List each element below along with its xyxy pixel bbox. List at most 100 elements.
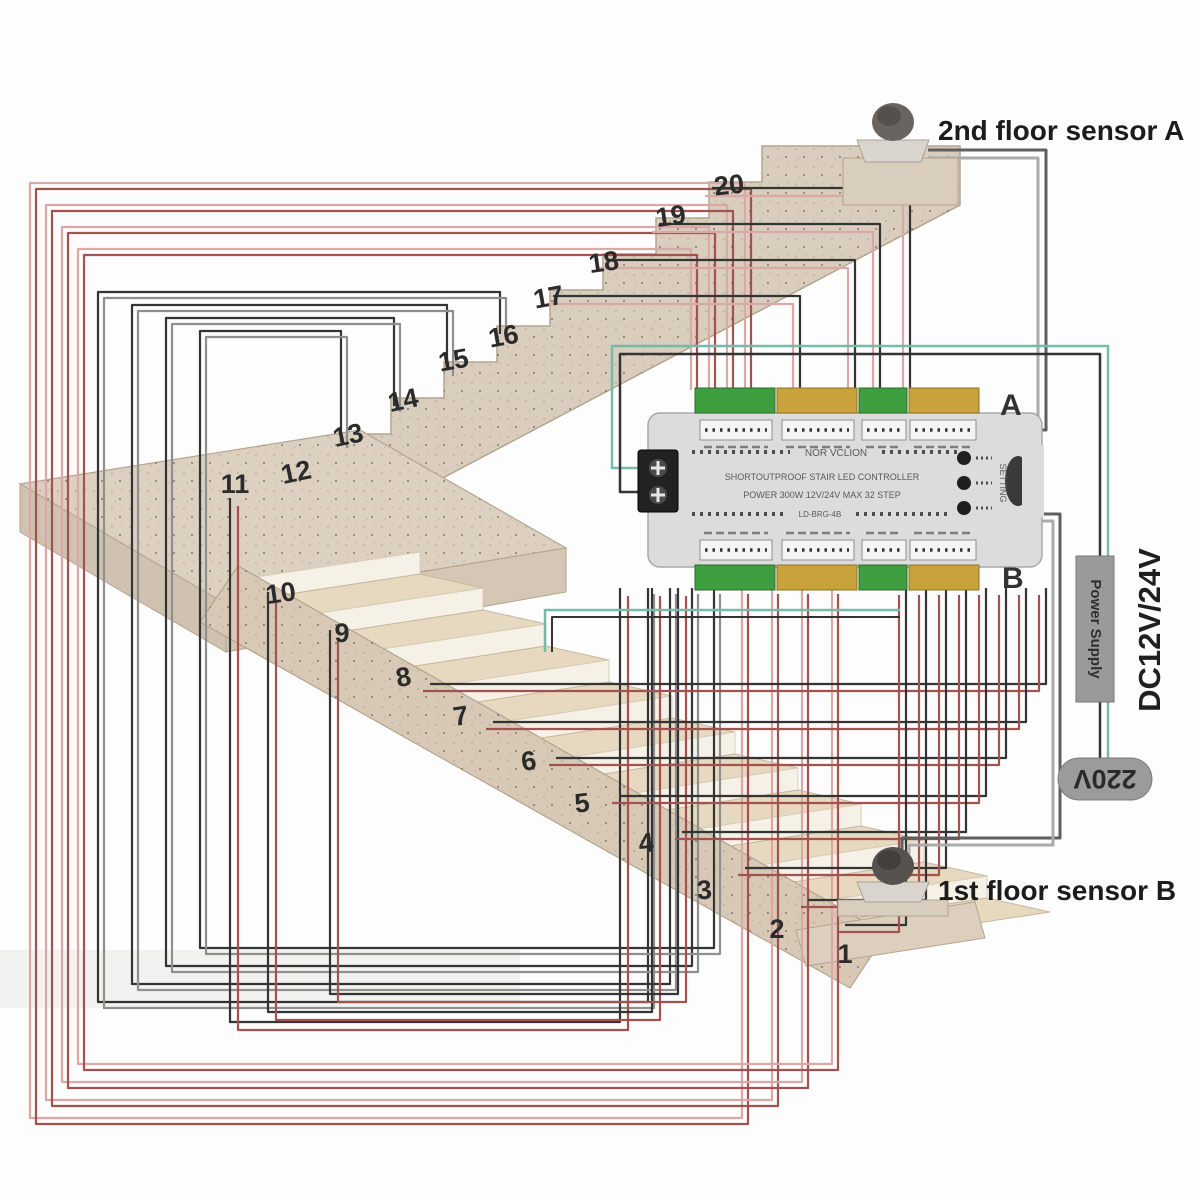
wire bbox=[204, 335, 722, 956]
wire bbox=[493, 588, 1028, 724]
wire bbox=[60, 225, 804, 1084]
step-number-3: 3 bbox=[696, 875, 713, 906]
power-input-connector bbox=[637, 449, 679, 513]
wire bbox=[170, 322, 700, 974]
step-number-20: 20 bbox=[713, 169, 746, 202]
wire bbox=[274, 596, 662, 1022]
sensor-b-dome-highlight bbox=[877, 850, 901, 870]
controller-side-tab bbox=[1022, 445, 1044, 517]
wire bbox=[659, 222, 882, 390]
sensor-a-wall bbox=[842, 157, 959, 206]
wire bbox=[652, 230, 875, 398]
sensor-a-label: 2nd floor sensor A bbox=[938, 115, 1184, 146]
sensor-a bbox=[842, 103, 959, 206]
wire bbox=[328, 588, 680, 996]
wire bbox=[543, 608, 900, 652]
power-supply-box bbox=[1075, 555, 1115, 703]
wire bbox=[556, 588, 1008, 760]
wire bbox=[28, 181, 747, 1120]
sensor-b bbox=[837, 847, 949, 917]
step-number-14: 14 bbox=[385, 382, 421, 418]
port-a-label: A bbox=[1000, 389, 1022, 422]
terminal-block-yellow bbox=[908, 564, 980, 591]
terminal-block-yellow bbox=[776, 564, 858, 591]
wire bbox=[136, 309, 678, 992]
mains-badge-bg bbox=[1057, 757, 1153, 801]
controller-brand-text: NOR VCLION bbox=[805, 448, 867, 459]
wire bbox=[102, 296, 656, 1010]
wire bbox=[551, 616, 900, 652]
wire bbox=[682, 588, 968, 834]
wire bbox=[845, 588, 908, 927]
power-supply-label: Power Supply bbox=[1087, 579, 1104, 679]
top-terminal-blocks bbox=[694, 387, 980, 414]
led-controller: NOR VCLION SHORTOUTPROOF STAIR LED CONTR… bbox=[637, 387, 1044, 595]
landing-texture bbox=[20, 430, 566, 604]
step-number-13: 13 bbox=[330, 417, 366, 453]
mains-voltage-badge: 220V bbox=[1057, 757, 1153, 801]
wire bbox=[82, 253, 840, 1072]
wire bbox=[228, 498, 622, 1024]
floor-shadow-band bbox=[0, 950, 520, 1008]
sensor-b-base bbox=[856, 881, 930, 903]
wire bbox=[549, 595, 1001, 767]
wire bbox=[44, 203, 774, 1102]
wiring bbox=[28, 148, 1110, 1126]
pin-headers bbox=[699, 419, 977, 561]
dc-voltage-label: DC12V/24V bbox=[1132, 548, 1167, 712]
controller-title-text: SHORTOUTPROOF STAIR LED CONTROLLER bbox=[725, 472, 920, 482]
step-number-9: 9 bbox=[334, 618, 349, 648]
sensor-a-dome-highlight bbox=[877, 106, 901, 126]
step-number-11: 11 bbox=[221, 469, 250, 499]
bottom-terminal-blocks bbox=[694, 564, 980, 591]
setting-button[interactable] bbox=[957, 451, 971, 465]
sensor-a-base bbox=[856, 139, 930, 163]
wire bbox=[745, 588, 948, 870]
mains-voltage-label: 220V bbox=[1073, 764, 1136, 794]
power-connector-body bbox=[637, 449, 679, 513]
pin-header bbox=[909, 419, 977, 441]
terminal-block-yellow bbox=[776, 387, 858, 414]
terminal-block-green bbox=[694, 387, 776, 414]
setting-button[interactable] bbox=[957, 501, 971, 515]
wire bbox=[236, 506, 630, 1032]
step-number-19: 19 bbox=[654, 199, 688, 233]
wire bbox=[928, 148, 1048, 432]
wire bbox=[50, 209, 780, 1108]
step-number-15: 15 bbox=[436, 343, 471, 378]
setting-button[interactable] bbox=[957, 476, 971, 490]
wire bbox=[430, 588, 1048, 686]
pin-header bbox=[909, 539, 977, 561]
step-number-6: 6 bbox=[519, 745, 538, 777]
wire bbox=[423, 595, 1041, 693]
step-number-18: 18 bbox=[587, 245, 621, 279]
controller-model-text: LD-BRG-4B bbox=[799, 510, 842, 519]
wire bbox=[907, 519, 1055, 854]
sensor-b-label: 1st floor sensor B bbox=[938, 875, 1176, 906]
screw-cross-icon bbox=[651, 461, 665, 475]
step-number-7: 7 bbox=[451, 700, 470, 732]
terminal-block-green bbox=[694, 564, 776, 591]
wire bbox=[838, 595, 901, 934]
step-number-1: 1 bbox=[837, 939, 852, 969]
wire bbox=[612, 595, 981, 805]
step-number-17: 17 bbox=[531, 280, 566, 315]
wire bbox=[900, 512, 1062, 854]
step-number-5: 5 bbox=[573, 787, 591, 818]
terminal-block-green bbox=[858, 564, 908, 591]
terminal-block-green bbox=[858, 387, 908, 414]
wire bbox=[76, 247, 834, 1066]
step-number-10: 10 bbox=[264, 576, 298, 610]
step-number-2: 2 bbox=[769, 914, 784, 944]
step-number-12: 12 bbox=[278, 454, 314, 490]
wire bbox=[619, 588, 988, 798]
wire bbox=[610, 344, 1110, 556]
wire bbox=[618, 352, 1102, 556]
wire bbox=[486, 595, 1021, 731]
wire bbox=[198, 329, 716, 950]
wire bbox=[738, 595, 941, 877]
controller-power-text: POWER 300W 12V/24V MAX 32 STEP bbox=[743, 490, 901, 500]
